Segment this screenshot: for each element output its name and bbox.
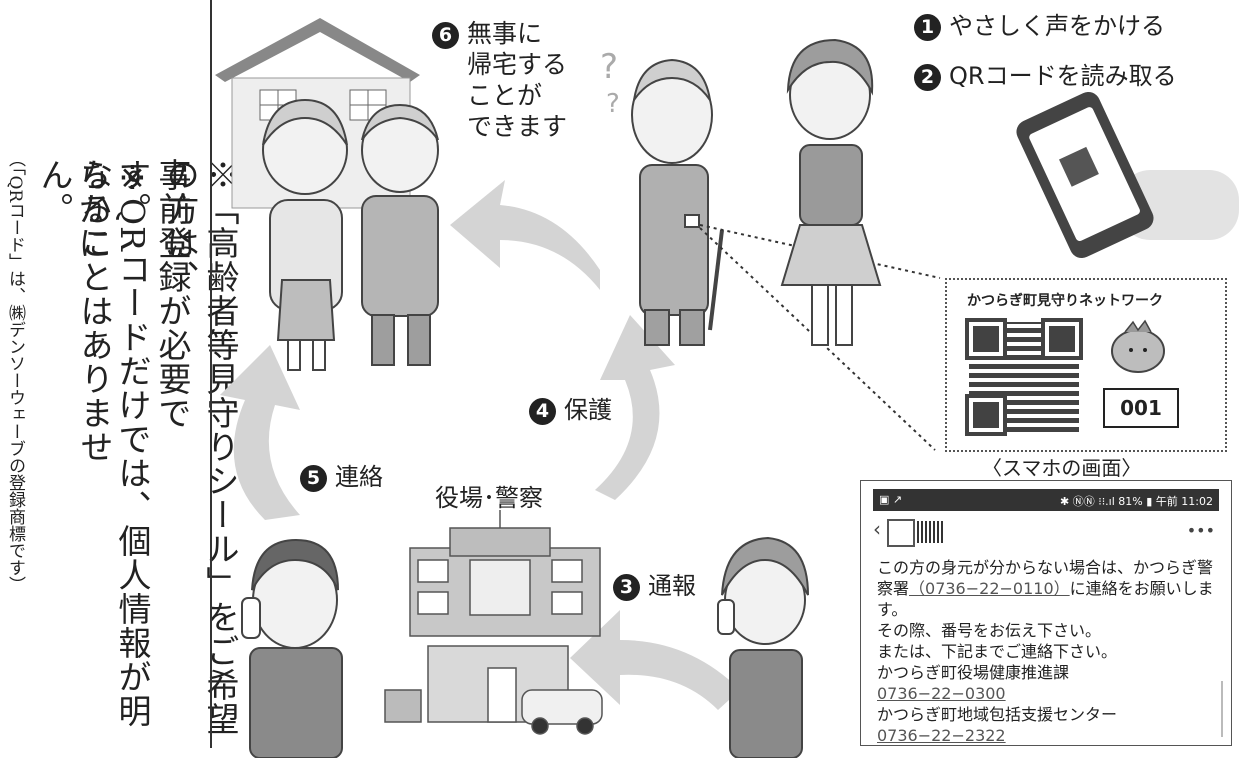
- student-girl-illustration: [780, 38, 882, 346]
- step-1-number: 1: [914, 13, 941, 41]
- status-icons-left: ▣ ↗: [879, 493, 903, 506]
- step-2-text: QRコードを読み取る: [949, 62, 1177, 90]
- step-3-number: 3: [613, 573, 640, 601]
- status-text: ✱ ⓃⓃ ⁝⁝.ıl 81% ▮ 午前 11:02: [1059, 495, 1213, 508]
- step-6-line-4: できます: [467, 112, 568, 141]
- barcode-icon: [917, 521, 943, 543]
- woman-on-phone-illustration: [717, 536, 809, 758]
- note-line-2: 事前登録が必要です。: [113, 158, 192, 430]
- message-line-1: この方の身元が分からない場合は、かつらぎ警察署: [877, 558, 1214, 598]
- step-6-line-3: ことが: [467, 81, 543, 110]
- status-bar: ▣ ↗ ✱ ⓃⓃ ⁝⁝.ıl 81% ▮ 午前 11:02: [873, 489, 1219, 511]
- message-line-2: その際、番号をお伝え下さい。: [877, 621, 1102, 640]
- step-4-number: 4: [529, 397, 556, 425]
- org-2-phone-link[interactable]: 0736−22−2322: [877, 726, 1006, 745]
- sticker-title: かつらぎ町見守りネットワーク: [967, 293, 1163, 309]
- svg-text:?: ?: [600, 47, 618, 87]
- trademark-note: （「QRコード」は、㈱デンソーウェーブの登録商標です）: [5, 150, 25, 594]
- phone-illustration: [1016, 91, 1239, 259]
- step-3-text: 通報: [648, 572, 696, 600]
- step-5-text: 連絡: [335, 463, 383, 491]
- persimmon-mascot-icon: [1111, 319, 1165, 373]
- back-chevron-icon[interactable]: ‹: [873, 517, 881, 541]
- arrow-left-bottom: [570, 610, 740, 710]
- phone-screen-panel: ▣ ↗ ✱ ⓃⓃ ⁝⁝.ıl 81% ▮ 午前 11:02 ‹ ••• この方の…: [860, 480, 1232, 746]
- screen-message: この方の身元が分からない場合は、かつらぎ警察署（0736−22−0110）に連絡…: [877, 557, 1217, 746]
- step-1-text: やさしく声をかける: [949, 12, 1165, 40]
- svg-text:?: ?: [606, 89, 620, 119]
- phone-screen-caption: 〈スマホの画面〉: [982, 456, 1142, 480]
- office-label: 役場･警察: [435, 484, 543, 512]
- town-hall-illustration: [384, 510, 603, 735]
- arrow-to-house: [450, 180, 600, 290]
- note-line-3: ※QRコードだけでは、個人情報が明らかに: [73, 158, 152, 728]
- message-line-1b: に連絡をお願いします。: [877, 579, 1214, 619]
- man-on-phone-illustration: [241, 538, 343, 758]
- step-5-number: 5: [300, 464, 327, 492]
- step-5-label: 5 連絡: [300, 457, 383, 492]
- step-4-label: 4 保護: [529, 390, 612, 425]
- sticker-number: 001: [1103, 388, 1179, 428]
- step-2-number: 2: [914, 63, 941, 91]
- menu-button[interactable]: •••: [1186, 521, 1215, 540]
- step-2-label: 2 QRコードを読み取る: [914, 56, 1177, 91]
- step-3-label: 3 通報: [613, 566, 696, 601]
- org-2: かつらぎ町地域包括支援センター: [877, 705, 1118, 724]
- elderly-man-illustration: ? ?: [600, 47, 724, 346]
- police-phone-link[interactable]: （0736−22−0110）: [909, 579, 1070, 598]
- arrow-up-right: [595, 315, 675, 500]
- step-1-label: 1 やさしく声をかける: [914, 6, 1165, 41]
- step-4-text: 保護: [564, 396, 612, 424]
- org-1: かつらぎ町役場健康推進課: [877, 663, 1070, 682]
- watch-sticker-card: かつらぎ町見守りネットワーク 001: [945, 278, 1227, 452]
- step-6-line-2: 帰宅する: [467, 50, 568, 79]
- message-line-3: または、下記までご連絡下さい。: [877, 642, 1118, 661]
- notes-panel: ※「高齢者等見守りシール」をご希望の方は、 事前登録が必要です。 ※QRコードだ…: [0, 0, 240, 758]
- scrollbar[interactable]: [1221, 681, 1223, 737]
- step-6-number: 6: [432, 21, 459, 49]
- divider: [210, 0, 212, 748]
- step-6-label: 6 無事に 帰宅する ことが できます: [432, 18, 567, 142]
- elderly-couple-illustration: [262, 98, 439, 371]
- note-line-1: ※「高齢者等見守りシール」をご希望の方は、: [161, 158, 240, 736]
- qr-logo-icon: [887, 519, 915, 547]
- note-line-4: なることはありません。: [35, 158, 114, 464]
- step-6-line-1: 無事に: [467, 19, 543, 48]
- arrow-up-left: [220, 345, 300, 520]
- sticker-qr-code: [965, 318, 1083, 436]
- org-1-phone-link[interactable]: 0736−22−0300: [877, 684, 1006, 703]
